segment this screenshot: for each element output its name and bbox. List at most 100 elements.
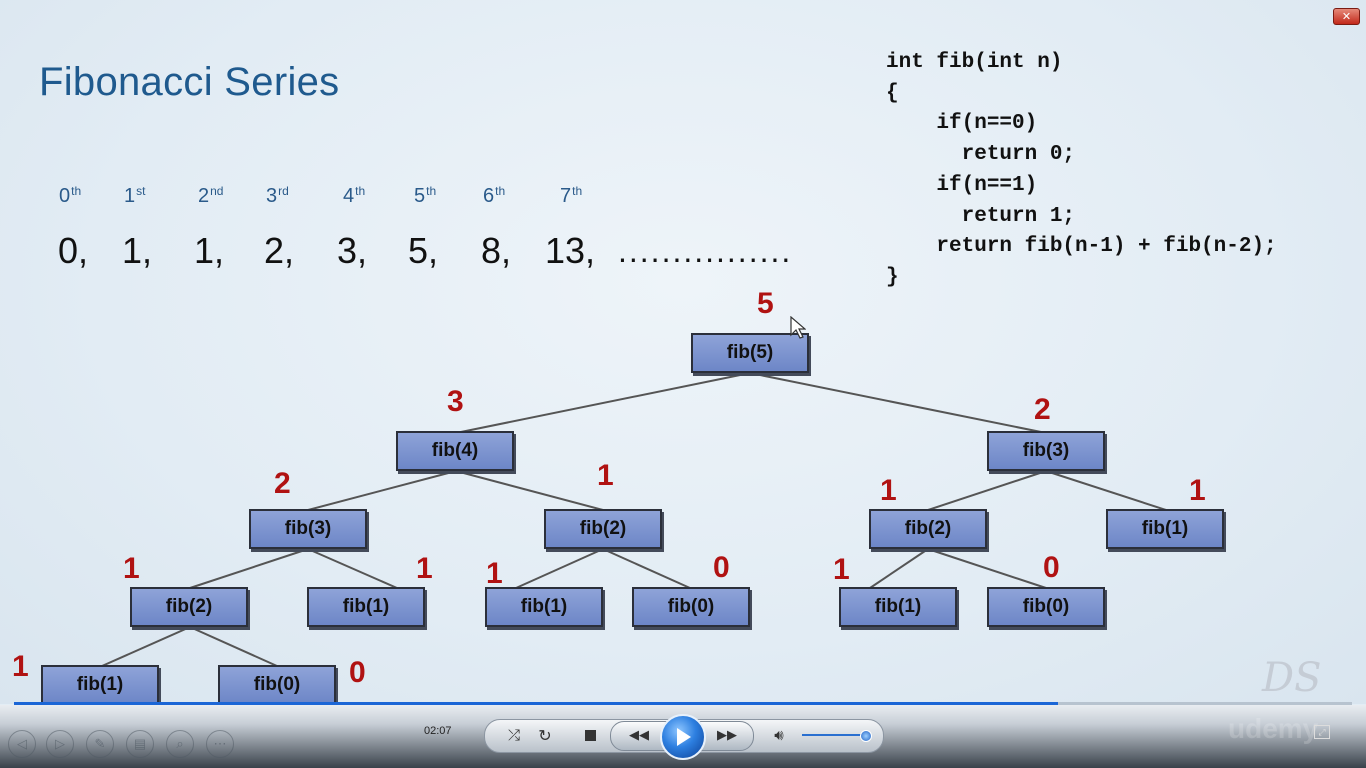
fullscreen-icon: ⤢	[1318, 726, 1326, 737]
tree-edge	[602, 548, 691, 589]
shuffle-icon: ⤮	[507, 726, 520, 744]
tree-node-fib5-root: fib(5)	[691, 333, 809, 373]
index-label: 3rd	[266, 184, 289, 207]
tree-edge	[101, 626, 191, 667]
stop-icon	[584, 729, 596, 741]
sequence-value: 5,	[408, 230, 439, 271]
sequence-value: 8,	[481, 230, 512, 271]
close-button[interactable]: ✕	[1333, 8, 1360, 25]
tree-edge	[307, 548, 398, 589]
seek-bar-progress	[14, 702, 1058, 705]
stop-button[interactable]	[580, 725, 600, 745]
tree-return-value: 3	[447, 385, 464, 418]
volume-slider[interactable]	[802, 734, 866, 736]
tree-edge	[307, 470, 457, 511]
code-line: int fib(int n)	[886, 51, 1063, 74]
tree-return-value: 1	[12, 650, 29, 683]
tree-node-fib0: fib(0)	[987, 587, 1105, 627]
ghost-slides-icon: ▤	[126, 730, 154, 758]
tree-node-fib1: fib(1)	[839, 587, 957, 627]
fullscreen-button[interactable]: ⤢	[1314, 725, 1330, 739]
tree-node-fib0: fib(0)	[218, 665, 336, 704]
index-label: 4th	[343, 184, 366, 207]
tree-node-fib1: fib(1)	[1106, 509, 1224, 549]
player-control-bar: ◁ ▷ ✎ ▤ ⌕ ⋯ 02:07 ⤮ ↻ ◀◀ ▶▶ 🔊︎ udemy ⤢	[0, 705, 1366, 768]
sequence-value: 0,	[58, 230, 89, 271]
sequence-value: 13,	[545, 230, 596, 271]
tree-return-value: 1	[123, 552, 140, 585]
shuffle-button[interactable]: ⤮	[504, 725, 524, 745]
tree-edge	[189, 548, 309, 589]
tree-node-fib3: fib(3)	[987, 431, 1105, 471]
tree-return-value: 0	[713, 551, 730, 584]
ghost-pen-icon: ✎	[86, 730, 114, 758]
index-label: 2nd	[198, 184, 224, 207]
recursion-tree-edges	[101, 372, 1167, 667]
tree-return-value: 1	[1189, 474, 1206, 507]
tree-return-value: 1	[416, 552, 433, 585]
code-block: int fib(int n) { if(n==0) return 0; if(n…	[886, 48, 1277, 294]
tree-edge	[869, 548, 929, 589]
sequence-ellipsis: ................	[618, 233, 793, 269]
tree-return-value: 5	[757, 287, 774, 320]
mouse-cursor-icon	[790, 316, 806, 339]
repeat-icon: ↻	[538, 725, 552, 745]
tree-return-value: 2	[1034, 393, 1051, 426]
close-icon: ✕	[1341, 10, 1352, 23]
sequence-value: 1,	[122, 230, 153, 271]
tree-node-fib0: fib(0)	[632, 587, 750, 627]
index-label: 1st	[124, 184, 146, 207]
slide-canvas: Fibonacci Series 0th 1st 2nd 3rd 4th 5th…	[0, 0, 1366, 704]
next-button[interactable]: ▶▶	[710, 725, 744, 745]
tree-return-value: 1	[486, 557, 503, 590]
previous-icon: ◀◀	[629, 727, 649, 743]
index-label: 7th	[560, 184, 583, 207]
tree-return-value: 1	[833, 553, 850, 586]
tree-node-fib3: fib(3)	[249, 509, 367, 549]
code-line: return 1;	[886, 204, 1076, 228]
ds-watermark-logo: DS	[1262, 655, 1322, 701]
tree-node-fib4: fib(4)	[396, 431, 514, 471]
tree-return-value: 2	[274, 467, 291, 500]
tree-edge	[927, 548, 1047, 589]
tree-node-fib2: fib(2)	[869, 509, 987, 549]
tree-return-value: 0	[1043, 551, 1060, 584]
next-icon: ▶▶	[717, 727, 737, 743]
play-icon	[677, 728, 691, 746]
tree-return-value: 1	[597, 459, 614, 492]
code-line: {	[886, 81, 899, 105]
code-line: if(n==0)	[886, 112, 1038, 136]
tree-node-fib1: fib(1)	[485, 587, 603, 627]
tree-node-fib2: fib(2)	[544, 509, 662, 549]
ghost-forward-icon: ▷	[46, 730, 74, 758]
mute-button[interactable]: 🔊︎	[768, 724, 790, 746]
ghost-back-icon: ◁	[8, 730, 36, 758]
tree-return-value: 0	[349, 656, 366, 689]
play-button[interactable]	[660, 714, 706, 760]
seek-bar[interactable]	[14, 702, 1352, 705]
sequence-value: 1,	[194, 230, 225, 271]
tree-node-fib1: fib(1)	[307, 587, 425, 627]
tree-edge	[455, 470, 604, 511]
ghost-zoom-icon: ⌕	[166, 730, 194, 758]
index-label: 0th	[59, 184, 82, 207]
code-line: return fib(n-1) + fib(n-2);	[886, 235, 1277, 259]
tree-edge	[515, 548, 604, 589]
previous-button[interactable]: ◀◀	[622, 725, 656, 745]
slide-title: Fibonacci Series	[39, 60, 340, 104]
tree-edge	[189, 626, 278, 667]
index-label: 5th	[414, 184, 437, 207]
tree-node-fib2: fib(2)	[130, 587, 248, 627]
tree-edge	[927, 470, 1047, 511]
sequence-value: 2,	[264, 230, 295, 271]
sequence-value: 3,	[337, 230, 368, 271]
repeat-button[interactable]: ↻	[535, 725, 555, 745]
volume-icon: 🔊︎	[774, 726, 784, 744]
time-display: 02:07	[424, 725, 452, 737]
tree-edge	[749, 372, 1047, 434]
tree-node-fib1: fib(1)	[41, 665, 159, 704]
tree-edge	[455, 372, 751, 434]
volume-slider-knob[interactable]	[860, 730, 872, 742]
ghost-more-icon: ⋯	[206, 730, 234, 758]
index-label: 6th	[483, 184, 506, 207]
